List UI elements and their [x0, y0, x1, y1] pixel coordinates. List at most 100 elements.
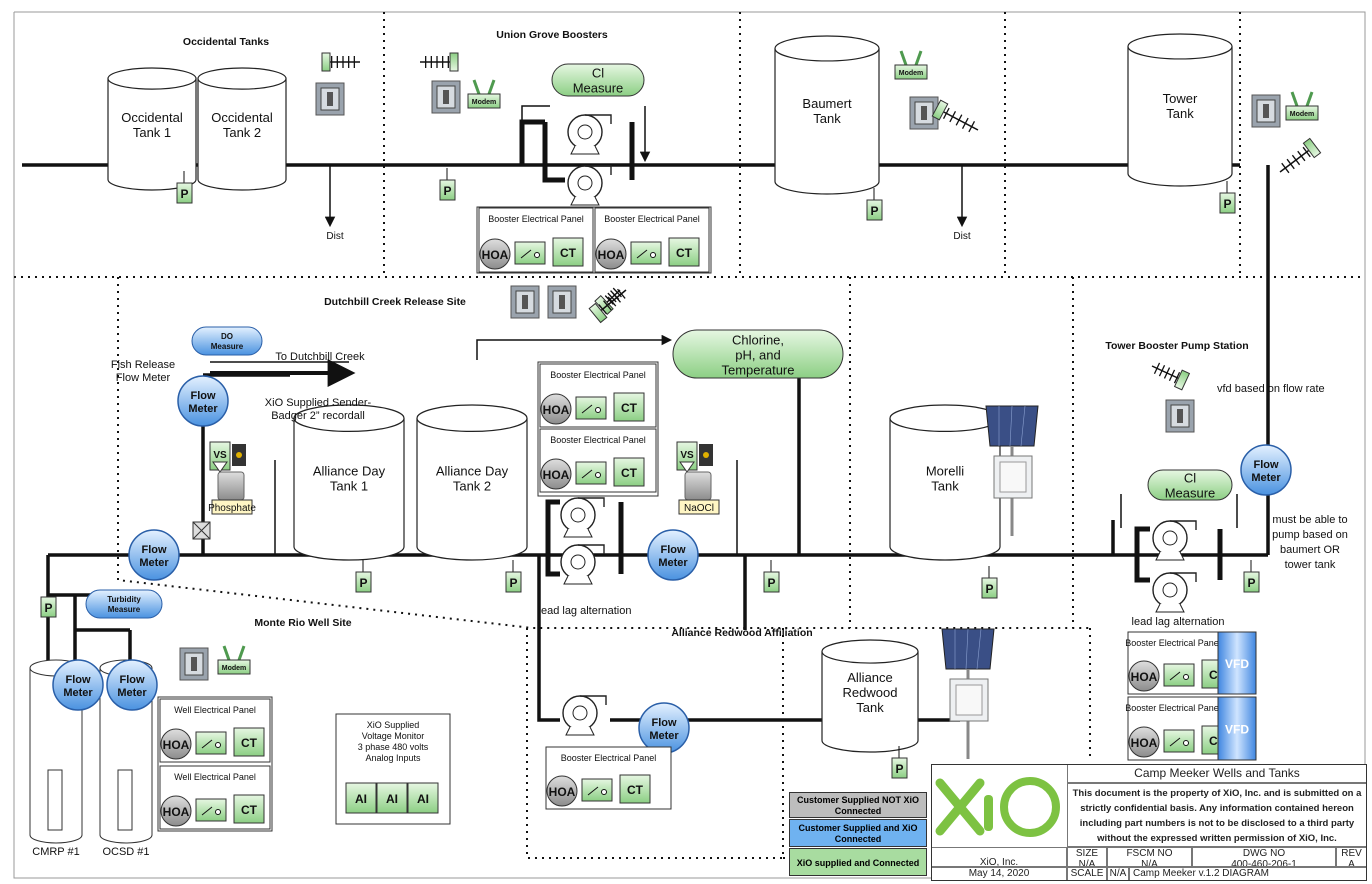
antenna-element	[942, 107, 950, 119]
plc-module	[1177, 409, 1183, 423]
switch-box	[575, 396, 607, 420]
antenna-base	[1173, 369, 1191, 391]
chem-label: NaOCl	[684, 503, 714, 514]
panel-dutchbill-2-title: Booster Electrical Panel	[550, 435, 646, 445]
company-name: XiO, Inc.	[932, 847, 1067, 867]
antenna-icon	[1279, 137, 1322, 174]
tank-morelli-label-line: Morelli	[926, 464, 964, 479]
p-box	[1243, 571, 1260, 593]
do-measure-label-line: Measure	[211, 342, 244, 351]
panel-well-2-title: Well Electrical Panel	[174, 772, 256, 782]
pump-impeller	[570, 554, 586, 570]
switch-box	[1163, 663, 1195, 687]
antenna-element	[1286, 158, 1295, 170]
flow-meter-circle	[177, 375, 229, 427]
cl-measure-union-shape	[551, 63, 645, 97]
signal-line	[476, 334, 673, 360]
tank-alliance-redwood-label-line: Alliance	[847, 670, 893, 685]
switch-icon	[636, 249, 648, 259]
panel-well-1-title: Well Electrical Panel	[174, 705, 256, 715]
modem-body	[217, 659, 251, 675]
ct-label: CT	[621, 401, 638, 415]
antenna-element	[607, 296, 617, 307]
pump-outlet	[578, 544, 605, 554]
modem-body	[467, 93, 501, 109]
flow-meter-label-line: Flow	[190, 390, 215, 402]
chlorine-ph-temp-label-line: Temperature	[722, 362, 795, 377]
project-title: Camp Meeker Wells and Tanks	[1067, 765, 1366, 783]
lead-lag-label-1: lead lag alternation	[539, 605, 632, 617]
turbidity-measure-label-line: Measure	[108, 605, 141, 614]
pump-impeller	[1162, 530, 1178, 546]
tank-alliance-day-1-label-line: Tank 1	[330, 479, 368, 494]
modem-label: Modem	[222, 665, 247, 672]
ct-label: CT	[627, 783, 644, 797]
antenna-element	[1281, 162, 1290, 174]
tank-alliance-day-1-body	[293, 418, 405, 561]
vfd-box	[1217, 696, 1257, 761]
switch-icon	[1169, 671, 1181, 681]
hoa-circle	[160, 728, 192, 760]
chem-pump-light	[236, 452, 242, 458]
antenna-element	[961, 117, 969, 129]
title-block: Camp Meeker Wells and Tanks This documen…	[931, 764, 1367, 881]
pump-base	[565, 726, 595, 736]
lead-lag-label-2: lead lag alternation	[1132, 616, 1225, 628]
antenna-element	[603, 300, 612, 311]
well-ocsd-casing	[99, 668, 153, 844]
tank-baumert-body	[774, 48, 880, 195]
tank-morelli-body	[889, 418, 1001, 561]
pump-impeller	[577, 175, 593, 191]
antenna-element	[607, 292, 617, 303]
antenna-base	[321, 52, 331, 72]
pump-impeller	[572, 705, 588, 721]
antenna-base	[1302, 137, 1322, 159]
tank-occidental-1-label-line: Occidental	[121, 110, 183, 125]
flow-meter-label-line: Flow	[65, 674, 90, 686]
flow-meter-circle	[647, 529, 699, 581]
chem-label: Phosphate	[208, 503, 256, 514]
tank-tower-top	[1127, 33, 1233, 60]
solar-grid	[1020, 405, 1026, 447]
flow-meter-label-line: Flow	[1253, 459, 1278, 471]
switch-contact	[215, 809, 221, 815]
p-box	[866, 199, 883, 221]
pump-outlet	[1170, 572, 1197, 582]
switch-contact	[595, 407, 601, 413]
solar-morelli	[985, 405, 1039, 536]
p-label: P	[895, 762, 903, 776]
tank-alliance-day-1-label-line: Alliance Day	[313, 464, 386, 479]
do-measure-shape	[191, 326, 263, 356]
pump-note-line: tower tank	[1285, 559, 1336, 571]
p-box	[355, 571, 372, 593]
pump-base	[1155, 551, 1185, 561]
plc-module	[559, 295, 565, 309]
well-ocsd-pump	[117, 769, 133, 831]
panel-dutchbill-1-title: Booster Electrical Panel	[550, 370, 646, 380]
hoa-label: HOA	[1131, 670, 1158, 684]
hoa-circle	[1128, 726, 1160, 758]
plc-icon	[510, 285, 540, 319]
switch-icon	[1169, 737, 1181, 747]
tank-alliance-redwood-body	[821, 651, 919, 753]
modem-icon: Modem	[467, 79, 501, 109]
panel-union-1-title: Booster Electrical Panel	[488, 214, 584, 224]
flow-meter-label-line: Meter	[658, 557, 688, 569]
